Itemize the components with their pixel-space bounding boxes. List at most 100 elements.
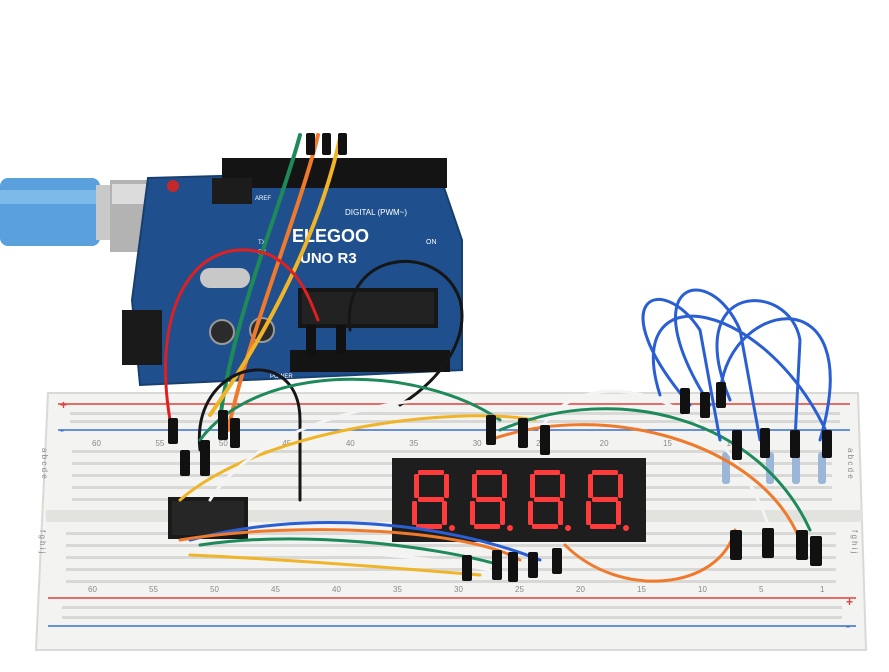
display-digits — [412, 470, 629, 531]
reset-button — [167, 180, 179, 192]
seven-segment-display — [392, 458, 646, 542]
column-number: 30 — [454, 585, 463, 594]
green-wire — [198, 377, 502, 442]
plus-sign: + — [846, 595, 853, 609]
column-number: 25 — [515, 585, 524, 594]
display-segment — [412, 501, 417, 525]
display-segment — [534, 470, 560, 475]
column-number: 40 — [346, 439, 355, 448]
display-segment — [528, 501, 533, 525]
column-number: 1 — [820, 585, 825, 594]
column-number: 35 — [409, 439, 418, 448]
column-number: 15 — [663, 439, 672, 448]
blue-wire — [641, 297, 722, 442]
yellow-wire — [208, 136, 342, 417]
display-segment — [530, 474, 535, 498]
display-segment — [476, 497, 502, 502]
column-number: 5 — [759, 585, 764, 594]
green-wire — [498, 407, 812, 532]
black-wire — [197, 368, 302, 502]
display-segment — [534, 497, 560, 502]
column-number: 60 — [88, 585, 97, 594]
resistor — [818, 452, 826, 484]
yellow-wire — [188, 553, 482, 577]
display-segment — [474, 524, 500, 529]
wire-plugs — [168, 133, 832, 582]
column-number: 15 — [637, 585, 646, 594]
display-segment — [592, 470, 618, 475]
tx-label: TX — [258, 240, 266, 246]
display-segment — [418, 497, 444, 502]
column-number: 45 — [271, 585, 280, 594]
column-number: 20 — [576, 585, 585, 594]
column-number: 30 — [473, 439, 482, 448]
row-letters: f g h i j — [38, 530, 47, 554]
resistor — [792, 452, 800, 484]
blue-wire — [674, 288, 762, 442]
row-letters: a b c d e — [40, 448, 49, 479]
digital-label: DIGITAL (PWM~) — [345, 208, 407, 217]
column-number: 45 — [282, 439, 291, 448]
column-number: 35 — [393, 585, 402, 594]
minus-sign: - — [60, 423, 64, 437]
logo-text: ELEGOO — [292, 226, 369, 246]
white-wire — [208, 547, 492, 572]
display-segment — [588, 474, 593, 498]
decimal-point — [623, 525, 629, 531]
decimal-point — [507, 525, 513, 531]
analog-header — [290, 350, 450, 372]
black-wire — [347, 259, 464, 407]
column-number: 20 — [600, 439, 609, 448]
orange-wire — [226, 133, 320, 432]
display-segment — [470, 501, 475, 525]
display-segment — [532, 524, 558, 529]
display-segment — [418, 470, 444, 475]
orange-wire — [488, 423, 802, 542]
display-segment — [444, 474, 449, 498]
display-segment — [592, 497, 618, 502]
display-segment — [618, 474, 623, 498]
column-number: 55 — [155, 439, 164, 448]
display-segment — [476, 470, 502, 475]
orange-wire — [563, 528, 737, 583]
power-jack — [122, 310, 162, 365]
column-number: 50 — [219, 439, 228, 448]
shift-register-ic — [168, 497, 248, 539]
blue-wire — [718, 317, 832, 442]
minus-sign: - — [846, 619, 850, 633]
decimal-point — [449, 525, 455, 531]
display-segment — [560, 474, 565, 498]
column-number: 50 — [210, 585, 219, 594]
column-number: 10 — [698, 585, 707, 594]
white-wire — [538, 389, 772, 532]
model-text: UNO R3 — [300, 250, 357, 267]
display-segment — [472, 474, 477, 498]
row-letters: f g h i j — [850, 530, 859, 554]
display-segment — [500, 501, 505, 525]
display-segment — [502, 474, 507, 498]
blue-wire — [188, 521, 542, 562]
aref-label: AREF — [255, 196, 271, 202]
row-letters: a b c d e — [846, 448, 855, 479]
decimal-point — [565, 525, 571, 531]
orange-wire — [178, 528, 522, 562]
red-wire — [164, 248, 320, 422]
column-number: 55 — [149, 585, 158, 594]
resistor — [722, 452, 730, 484]
display-segment — [590, 524, 616, 529]
column-number: 40 — [332, 585, 341, 594]
display-segment — [414, 474, 419, 498]
display-segment — [558, 501, 563, 525]
capacitor — [209, 319, 235, 345]
display-segment — [616, 501, 621, 525]
on-label: ON — [426, 239, 437, 246]
column-numbers-bottom: 60 55 50 45 40 35 30 25 20 15 10 5 1 — [88, 585, 825, 594]
blue-wire — [651, 314, 832, 442]
blue-wire — [715, 299, 802, 442]
plus-sign: + — [60, 398, 67, 412]
display-segment — [442, 501, 447, 525]
display-segment — [586, 501, 591, 525]
column-number: 60 — [92, 439, 101, 448]
white-wire — [208, 398, 432, 502]
